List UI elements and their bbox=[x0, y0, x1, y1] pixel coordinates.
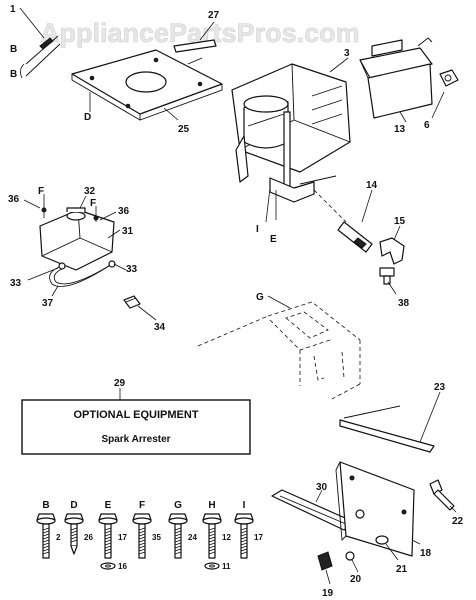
callout-15: 15 bbox=[394, 216, 406, 227]
callout-18: 18 bbox=[420, 548, 432, 559]
callout-33-b: 33 bbox=[126, 264, 138, 275]
letter-d-1: D bbox=[84, 112, 91, 123]
washer-11[interactable] bbox=[204, 562, 220, 570]
spark-arrester-label: Spark Arrester bbox=[101, 434, 170, 445]
fastener-letter-h: H bbox=[208, 500, 215, 511]
fastener-g[interactable] bbox=[168, 513, 188, 559]
fastener-number-h: 12 bbox=[222, 533, 231, 542]
part-25-engine-plate[interactable] bbox=[71, 49, 223, 121]
callout-25: 25 bbox=[178, 124, 190, 135]
callout-23: 23 bbox=[434, 382, 446, 393]
part-1-clip[interactable] bbox=[20, 35, 61, 79]
callout-36-b: 36 bbox=[118, 206, 130, 217]
fastener-e[interactable] bbox=[98, 513, 118, 559]
washer-number-16: 16 bbox=[118, 562, 127, 571]
fastener-f[interactable] bbox=[132, 513, 152, 559]
fastener-b[interactable] bbox=[36, 513, 56, 559]
callout-34: 34 bbox=[154, 322, 166, 333]
fastener-letter-f: F bbox=[139, 500, 145, 511]
callout-14: 14 bbox=[366, 180, 378, 191]
part-3-engine[interactable] bbox=[231, 63, 351, 203]
watermark-text: AppliancePartsPros.com bbox=[40, 18, 360, 48]
letter-f-a: F bbox=[38, 186, 44, 197]
letter-e-1: E bbox=[270, 234, 277, 245]
part-19-clip[interactable] bbox=[317, 551, 333, 571]
part-22-bolt[interactable] bbox=[429, 479, 455, 511]
callout-13: 13 bbox=[394, 124, 406, 135]
fastener-h[interactable] bbox=[202, 513, 222, 559]
fastener-letter-d: D bbox=[70, 500, 77, 511]
part-34-filter[interactable] bbox=[123, 295, 141, 309]
washer-number-11: 11 bbox=[222, 562, 231, 571]
callout-6: 6 bbox=[424, 120, 430, 131]
part-14-exhaust-pipe[interactable] bbox=[337, 221, 373, 253]
part-27-strip[interactable] bbox=[173, 39, 217, 53]
part-18-bracket[interactable] bbox=[335, 461, 415, 557]
fastener-number-b: 2 bbox=[56, 533, 61, 542]
callout-32: 32 bbox=[84, 186, 96, 197]
callout-19: 19 bbox=[322, 588, 334, 599]
frame-outline bbox=[197, 301, 361, 401]
part-38-fitting[interactable] bbox=[379, 267, 395, 285]
callout-37: 37 bbox=[42, 298, 54, 309]
part-37-fuel-line[interactable] bbox=[49, 260, 116, 287]
callout-38: 38 bbox=[398, 298, 410, 309]
callout-36-a: 36 bbox=[8, 194, 20, 205]
fastener-number-d: 26 bbox=[84, 533, 93, 542]
letter-f-b: F bbox=[90, 198, 96, 209]
letter-i-1: I bbox=[256, 224, 259, 235]
fastener-letter-e: E bbox=[105, 500, 112, 511]
callout-33-a: 33 bbox=[10, 278, 22, 289]
fastener-number-e: 17 bbox=[118, 533, 127, 542]
callout-22: 22 bbox=[452, 516, 464, 527]
callout-3: 3 bbox=[344, 48, 350, 59]
part-21-washer[interactable] bbox=[375, 535, 389, 545]
part-6-gasket[interactable] bbox=[439, 69, 459, 87]
part-30-strip[interactable] bbox=[271, 489, 355, 531]
callout-20: 20 bbox=[350, 574, 362, 585]
letter-b-1: B bbox=[10, 44, 17, 55]
letter-g-1: G bbox=[256, 292, 264, 303]
washer-16[interactable] bbox=[100, 562, 116, 570]
letter-b-2: B bbox=[10, 69, 17, 80]
callout-21: 21 bbox=[396, 564, 408, 575]
optional-equipment-title: OPTIONAL EQUIPMENT bbox=[73, 409, 198, 421]
fastener-d[interactable] bbox=[64, 513, 84, 555]
fastener-number-i: 17 bbox=[254, 533, 263, 542]
callout-31: 31 bbox=[122, 226, 134, 237]
part-32-fuel-cap[interactable] bbox=[66, 207, 86, 221]
fastener-letter-i: I bbox=[243, 500, 246, 511]
fastener-i[interactable] bbox=[234, 513, 254, 559]
optional-equipment-box: OPTIONAL EQUIPMENT Spark Arrester bbox=[21, 399, 251, 455]
part-23-heat-shield[interactable] bbox=[339, 405, 435, 453]
part-15-elbow[interactable] bbox=[379, 237, 405, 265]
callout-27: 27 bbox=[208, 10, 220, 21]
fastener-letter-g: G bbox=[174, 500, 182, 511]
callout-29: 29 bbox=[114, 378, 126, 389]
fastener-number-g: 24 bbox=[188, 533, 197, 542]
part-13-air-cleaner[interactable] bbox=[359, 37, 433, 119]
fastener-number-f: 35 bbox=[152, 533, 161, 542]
fastener-row: B 2 D 26 E 17 16 F 35 G 24 H 12 11 I 17 bbox=[36, 500, 263, 571]
fastener-letter-b: B bbox=[42, 500, 49, 511]
callout-30: 30 bbox=[316, 482, 328, 493]
callout-1: 1 bbox=[10, 4, 16, 15]
part-20-nut[interactable] bbox=[345, 551, 355, 561]
